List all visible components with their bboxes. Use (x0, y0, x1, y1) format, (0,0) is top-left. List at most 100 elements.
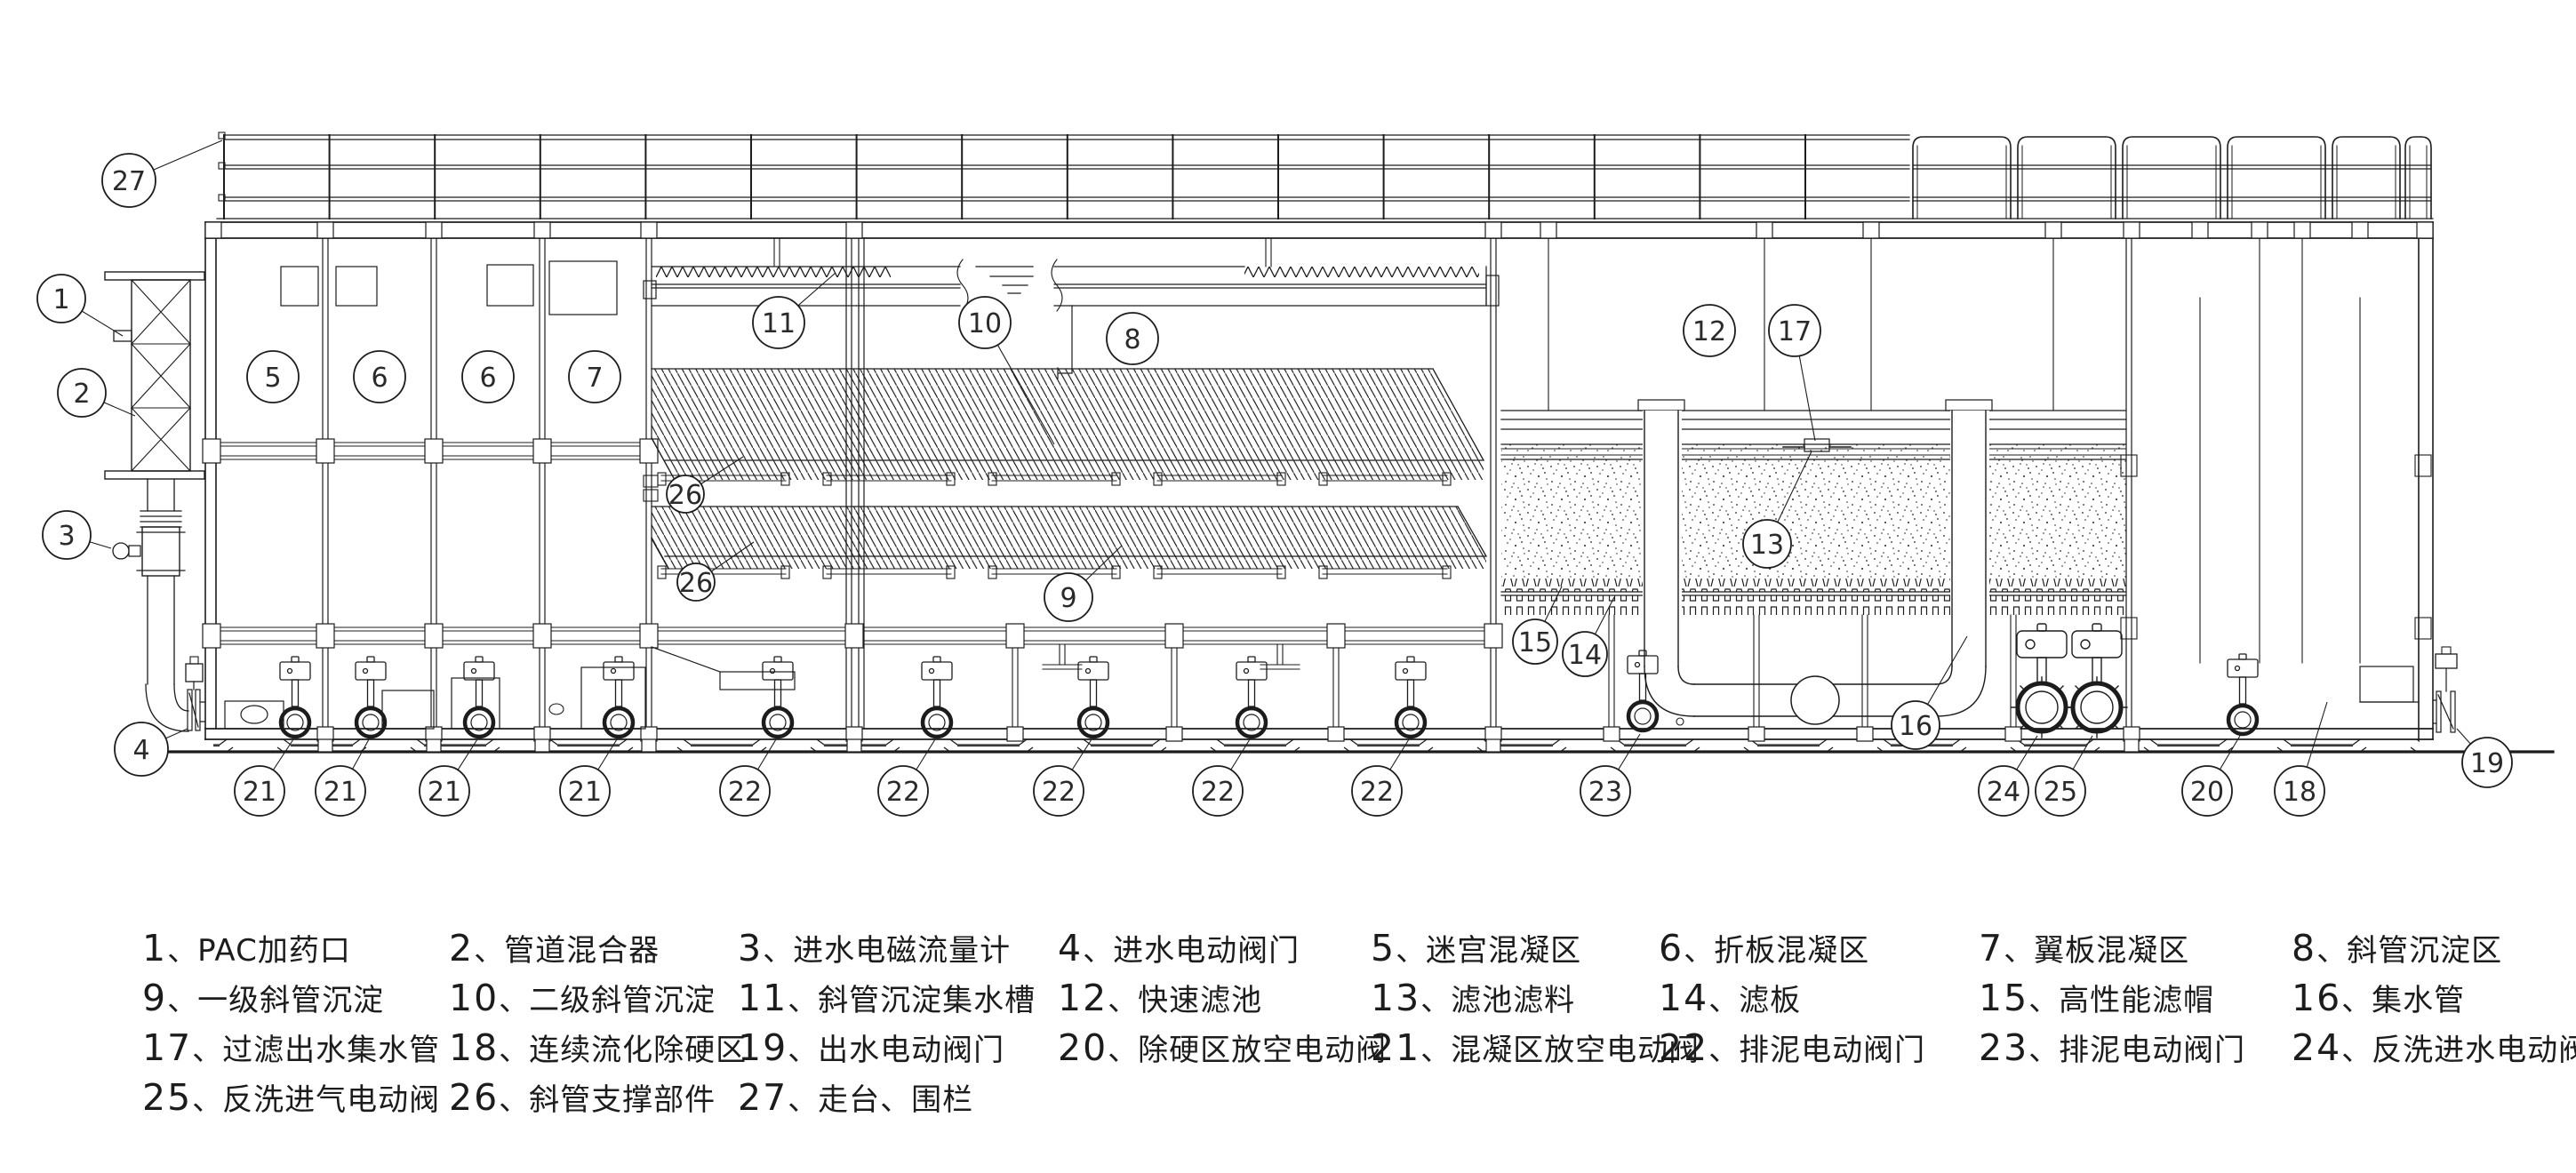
balloon-number: 8 (1124, 324, 1140, 355)
filter-plate (1500, 591, 2127, 596)
balloon-number: 23 (1588, 777, 1622, 808)
legend-number: 9 (142, 977, 168, 1019)
legend-number: 21 (1371, 1026, 1421, 1069)
legend-label: 翼板混凝区 (2034, 933, 2190, 969)
legend-number: 7 (1979, 927, 2004, 970)
drain-valve-icon (280, 657, 310, 737)
balloon-number: 4 (132, 735, 149, 766)
balloon-number: 21 (428, 777, 461, 808)
balloon-16: 16 (1891, 635, 1968, 750)
balloon-4: 4 (114, 722, 188, 777)
balloon-number: 22 (1201, 777, 1235, 808)
settling-zone (643, 237, 1500, 690)
drain-sump-box (451, 677, 500, 730)
hardness-removal-zone (2120, 237, 2458, 733)
legend-label: 折板混凝区 (1714, 933, 1870, 969)
balloon-10: 10 (958, 296, 1055, 445)
filter-caps-row (1501, 579, 2126, 592)
backwash-valve-icon (2067, 624, 2127, 738)
legend-label: 一级斜管沉淀 (197, 983, 385, 1018)
legend-number: 19 (738, 1026, 788, 1069)
balloon-12: 12 (1683, 304, 1736, 357)
static-pipe-mixer (104, 271, 205, 480)
drain-sump-box (381, 690, 435, 730)
balloon-number: 9 (1060, 583, 1076, 614)
balloon-number: 15 (1518, 627, 1552, 658)
inspection-window (486, 264, 534, 307)
legend-number: 12 (1058, 977, 1108, 1019)
drain-sump-box (580, 666, 646, 730)
legend-item-23: 23、排泥电动阀门 (1979, 1025, 2245, 1069)
balloon-21: 21 (315, 738, 370, 817)
legend-item-7: 7、翼板混凝区 (1979, 926, 2189, 970)
balloon-13: 13 (1742, 451, 1812, 569)
legend-label: 高性能滤帽 (2059, 983, 2215, 1018)
walkway-railing (216, 132, 2434, 219)
collector-fitting (1804, 438, 1830, 452)
legend-item-16: 16、集水管 (2292, 976, 2465, 1019)
collector-manifold (1693, 675, 1937, 725)
balloon-1: 1 (36, 274, 124, 337)
legend-separator: 、 (1396, 933, 1427, 969)
balloon-15: 15 (1512, 586, 1563, 665)
legend-label: 斜管沉淀区 (2347, 933, 2503, 969)
legend-item-22: 22、排泥电动阀门 (1659, 1025, 1925, 1069)
balloon-number: 10 (968, 308, 1002, 339)
balloon-3: 3 (42, 510, 112, 560)
legend-number: 6 (1659, 927, 1684, 970)
balloon-number: 21 (324, 777, 357, 808)
balloon-26: 26 (676, 541, 755, 602)
balloon-17: 17 (1768, 304, 1821, 442)
drain-valve-icon (604, 657, 634, 737)
legend-item-2: 2、管道混合器 (449, 926, 660, 970)
balloon-number: 12 (1692, 316, 1726, 347)
legend-label: 出水电动阀门 (818, 1033, 1005, 1068)
curtain-seams (2199, 237, 2361, 664)
legend-number: 14 (1659, 977, 1709, 1019)
legend-label: 进水电磁流量计 (793, 933, 1012, 969)
balloon-21: 21 (419, 738, 478, 817)
balloon-22: 22 (1192, 738, 1251, 817)
legend-item-3: 3、进水电磁流量计 (738, 926, 1011, 970)
backwash-riser-pipes (1644, 410, 1987, 717)
balloon-number: 18 (2283, 777, 2316, 808)
inclined-tube-bank-lower (651, 506, 1487, 570)
legend-number: 5 (1371, 927, 1396, 970)
balloon-20: 20 (2181, 735, 2241, 817)
legend-label: 反洗进气电动阀 (222, 1082, 441, 1118)
legend-item-13: 13、滤池滤料 (1371, 976, 1575, 1019)
tube-supports-lower (657, 565, 1452, 579)
collection-trough-2 (1053, 266, 1500, 307)
legend-separator: 、 (1684, 933, 1715, 969)
balloon-number: 3 (58, 521, 75, 552)
balloon-27: 27 (101, 140, 223, 208)
balloon-number: 22 (728, 777, 762, 808)
water-level-symbol (975, 266, 1034, 294)
legend-item-11: 11、斜管沉淀集水槽 (738, 976, 1036, 1019)
filter-zone (1500, 237, 2127, 726)
inlet-motor-valve-icon (185, 656, 206, 731)
balloon-number: 25 (2044, 777, 2077, 808)
legend-label: 走台、围栏 (818, 1082, 974, 1118)
legend-item-21: 21、混凝区放空电动阀 (1371, 1025, 1700, 1069)
legend-number: 10 (449, 977, 500, 1019)
inspection-window (280, 266, 319, 307)
balloon-24: 24 (1978, 735, 2038, 817)
legend-separator: 、 (474, 933, 505, 969)
legend-number: 20 (1058, 1026, 1108, 1069)
pipe-supports (1042, 644, 1300, 670)
legend-item-20: 20、除硬区放空电动阀 (1058, 1025, 1387, 1069)
hopper-slope (651, 646, 721, 673)
legend-label: 斜管沉淀集水槽 (818, 983, 1036, 1018)
balloon-number: 11 (762, 308, 796, 339)
legend-number: 18 (449, 1026, 500, 1069)
drain-valve-icon (763, 657, 793, 737)
legend-item-17: 17、过滤出水集水管 (142, 1025, 440, 1069)
legend-label: 管道混合器 (504, 933, 660, 969)
balloon-number: 21 (243, 777, 276, 808)
legend-item-10: 10、二级斜管沉淀 (449, 976, 716, 1019)
legend-separator: 、 (192, 1082, 223, 1118)
legend-label: 迷宫混凝区 (1426, 933, 1582, 969)
